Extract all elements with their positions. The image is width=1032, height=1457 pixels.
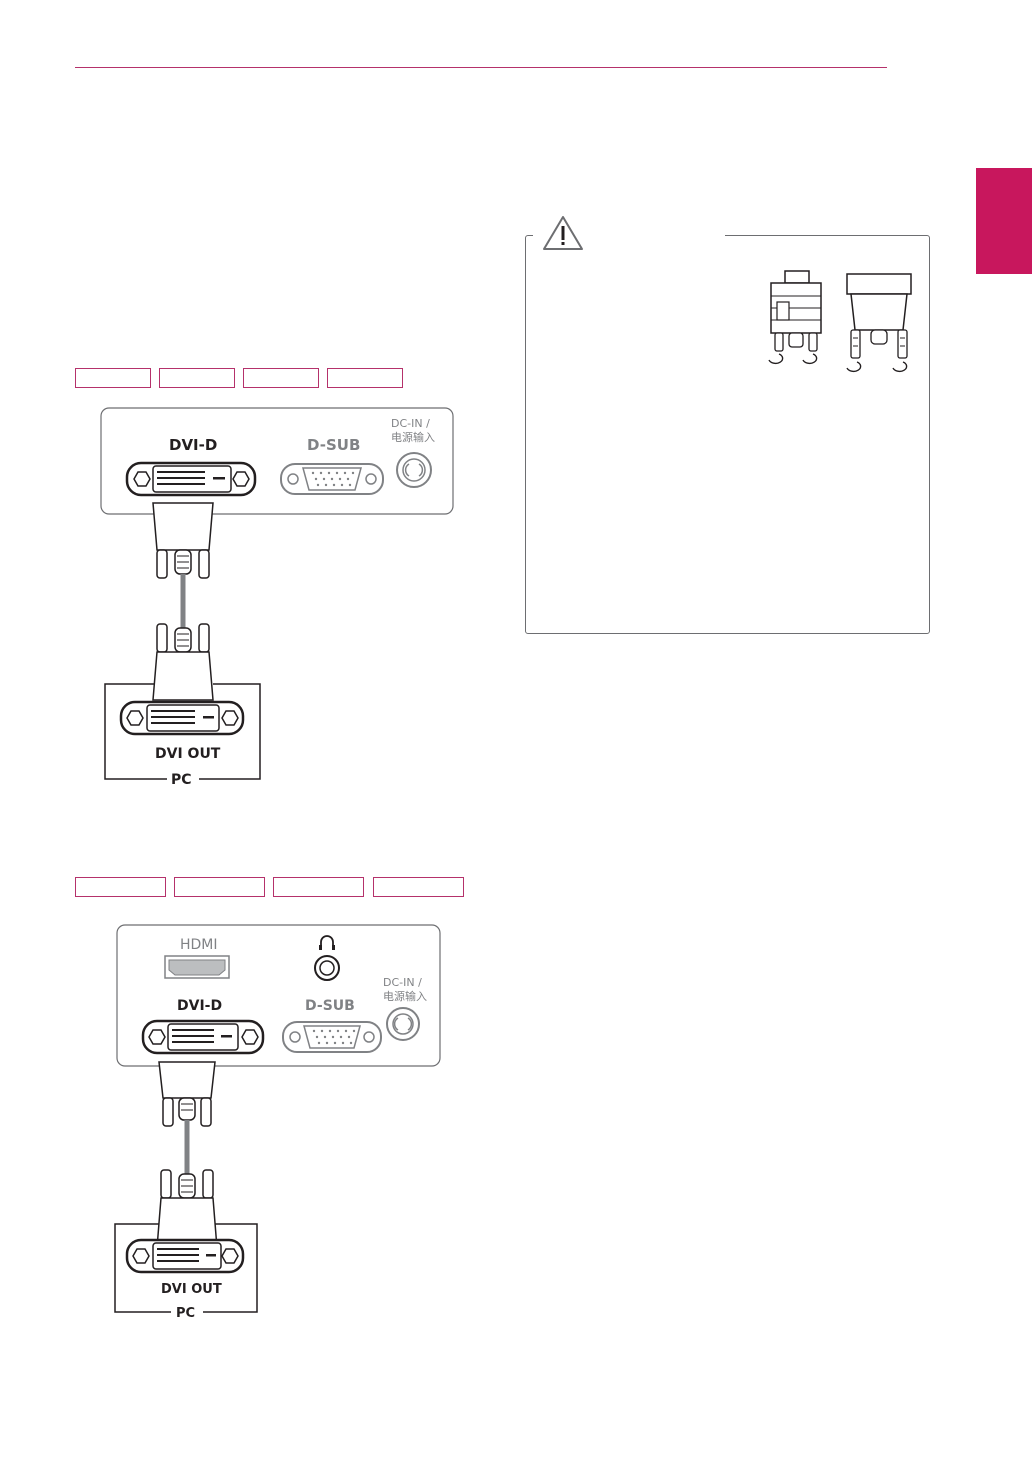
headphone-port [314, 955, 340, 981]
warning-triangle-icon [543, 216, 583, 250]
chapter-side-tab [976, 168, 1032, 274]
dcin-port-label: DC-IN / [391, 417, 430, 430]
dvi-port-label: DVI-D [169, 436, 217, 454]
pc-label: PC [176, 1306, 195, 1321]
dcin-port-label-cn: 电源输入 [383, 989, 427, 1003]
hdmi-port-label: HDMI [180, 937, 218, 953]
dsub-port-label: D-SUB [307, 436, 360, 454]
dvi-plug [846, 273, 912, 373]
pc-label: PC [171, 772, 192, 788]
model-tag [273, 877, 364, 897]
dsub-port [280, 463, 384, 495]
pc-dvi-port [119, 700, 245, 736]
model-tag [174, 877, 265, 897]
model-tag [373, 877, 464, 897]
model-tag [75, 368, 151, 388]
header-rule [75, 67, 887, 68]
dcin-port [386, 1007, 420, 1041]
dcin-port [396, 452, 432, 488]
dvi-cable-plug-lower [156, 1169, 218, 1249]
pc-port-label: DVI OUT [161, 1282, 222, 1297]
pc-port-label: DVI OUT [155, 746, 221, 762]
connection-diagram-2: HDMI DVI-D D-SUB DC-IN / 电源输入 [114, 924, 441, 1321]
dsub-port-label: D-SUB [305, 998, 355, 1014]
model-tag [75, 877, 166, 897]
caution-box-gap [533, 232, 725, 240]
dsub-port [282, 1021, 382, 1053]
caution-box [525, 235, 930, 634]
model-tag [243, 368, 319, 388]
pc-frame [104, 683, 261, 780]
dvi-port-label: DVI-D [177, 998, 222, 1014]
dcin-port-label: DC-IN / [383, 976, 422, 989]
dvi-cable-plug-upper [152, 502, 214, 579]
dsub-plug [768, 270, 822, 365]
dcin-port-label-cn: 电源输入 [391, 430, 435, 444]
dvi-port [125, 461, 257, 497]
model-tag [327, 368, 403, 388]
pc-frame [114, 1223, 258, 1313]
model-tag [159, 368, 235, 388]
dvi-cable-plug-upper [158, 1061, 216, 1127]
dvi-port [141, 1019, 265, 1055]
plug-screw-illustration [768, 270, 912, 373]
dvi-cable-plug-lower [152, 623, 214, 701]
headphone-icon [319, 935, 335, 950]
connection-diagram-1: DVI-D D-SUB DC-IN / 电源输入 [100, 407, 454, 788]
hdmi-port [164, 955, 230, 979]
pc-dvi-port [125, 1238, 245, 1274]
